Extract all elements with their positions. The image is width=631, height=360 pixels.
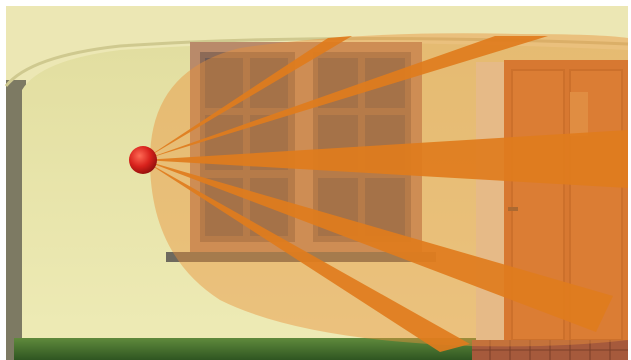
sensor-icon bbox=[129, 146, 157, 174]
